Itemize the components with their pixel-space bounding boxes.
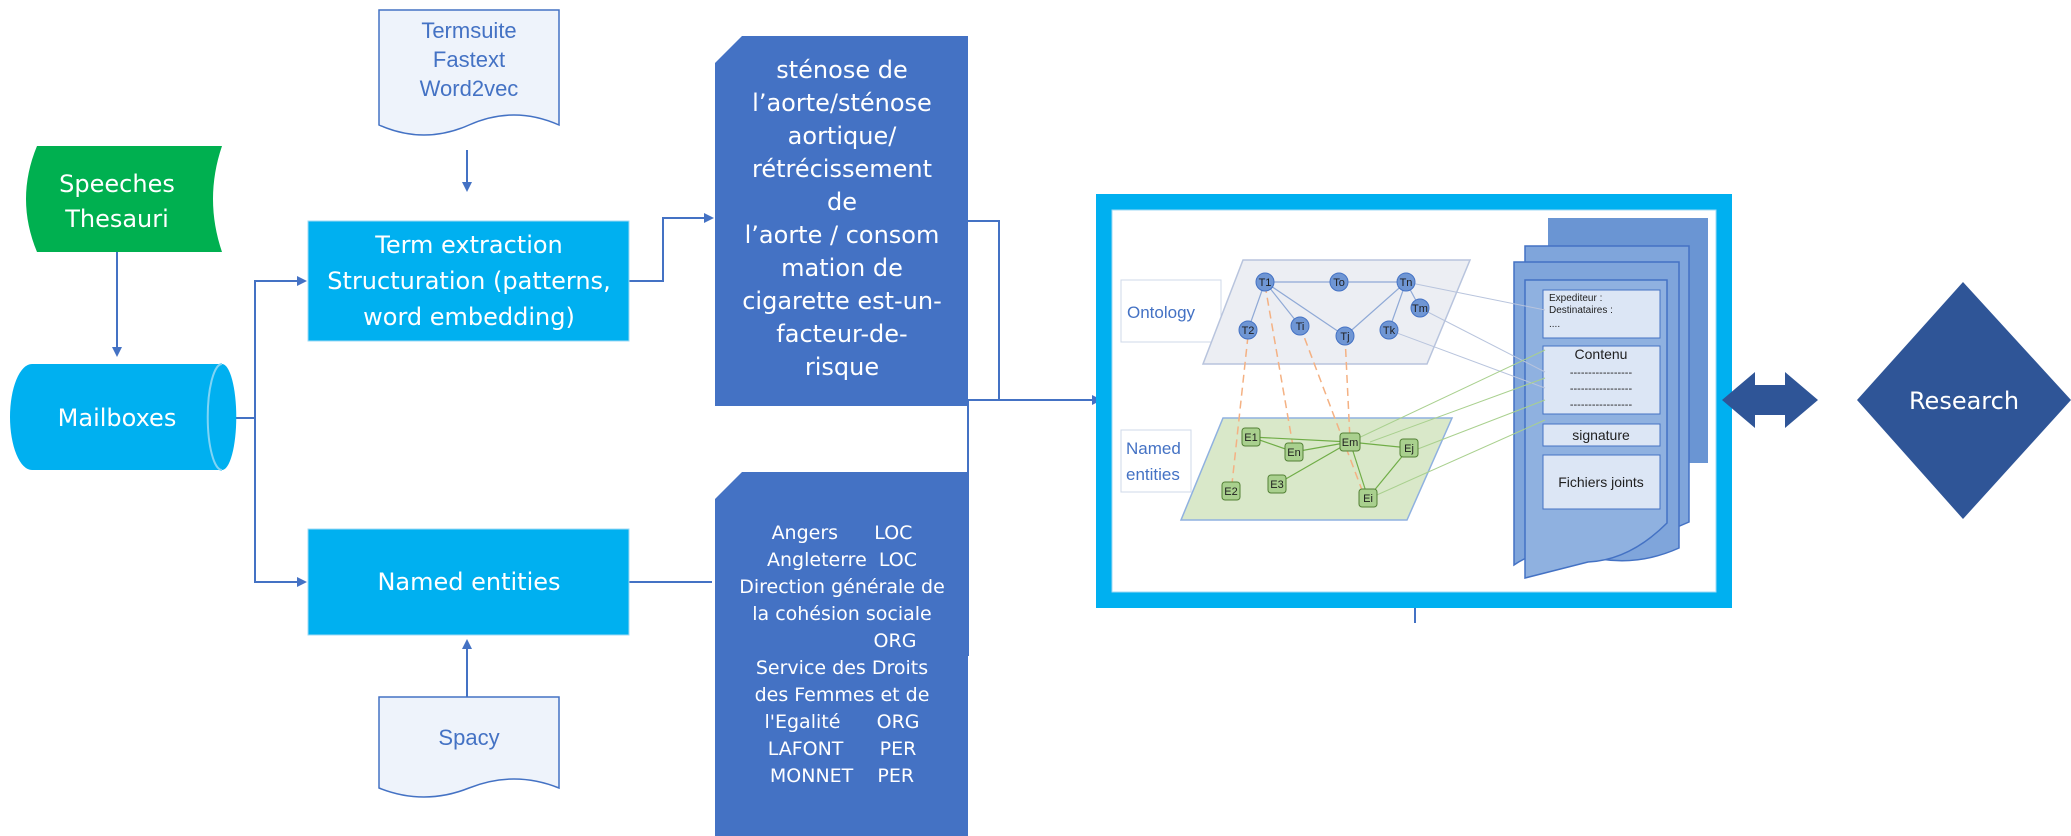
term-extraction-line3: word embedding) [363, 303, 575, 331]
term-line: l’aorte/sténose [752, 89, 932, 117]
line-terms-out [968, 220, 1000, 400]
svg-text:E1: E1 [1244, 432, 1257, 444]
svg-text:T1: T1 [1259, 277, 1272, 289]
term-extraction-line1: Term extraction [374, 231, 563, 259]
email-document: Expediteur : Destinataires : .... Conten… [1513, 218, 1708, 579]
entity-line: MONNET PER [770, 765, 914, 787]
svg-text:T2: T2 [1242, 325, 1255, 337]
named-label-line1: Named [1126, 439, 1181, 458]
entity-line: Angleterre LOC [767, 549, 917, 571]
entity-line: LAFONT PER [768, 738, 917, 760]
term-line: l’aorte / consom [745, 221, 940, 249]
term-node: Tk [1379, 320, 1399, 340]
svg-text:Tm: Tm [1412, 303, 1428, 315]
svg-text:En: En [1287, 447, 1300, 459]
term-node: Ti [1290, 316, 1310, 336]
entity-email-links [1349, 349, 1546, 499]
term-line: risque [805, 353, 879, 381]
mailboxes-label: Mailboxes [58, 404, 177, 432]
arrow-term-extraction-to-terms [629, 213, 714, 282]
svg-text:Ti: Ti [1296, 321, 1305, 333]
email-content-line: ----------------- [1570, 367, 1633, 379]
entity-node: En [1284, 442, 1304, 462]
thesauri-label: Thesauri [64, 205, 169, 233]
word2vec-label: Word2vec [420, 76, 519, 101]
svg-text:Ei: Ei [1363, 493, 1373, 505]
term-node: Tm [1410, 298, 1430, 318]
speeches-label: Speeches [59, 170, 175, 198]
named-label-line2: entities [1126, 465, 1180, 484]
entity-line: l'Egalité ORG [764, 711, 919, 733]
entity-node: E3 [1267, 474, 1287, 494]
entities-plane [1179, 417, 1454, 521]
svg-text:Ej: Ej [1404, 443, 1414, 455]
entity-node: Ei [1358, 488, 1378, 508]
email-content-label: Contenu [1575, 346, 1628, 362]
spacy-label: Spacy [438, 725, 499, 750]
entity-line: Service des Droits [756, 657, 928, 679]
entity-node: E1 [1241, 427, 1261, 447]
email-content-line: ----------------- [1570, 383, 1633, 395]
term-line: aortique/ [788, 122, 898, 150]
ontology-label: Ontology [1127, 303, 1196, 322]
term-line: de [827, 188, 857, 216]
email-etc: .... [1549, 319, 1560, 330]
entity-line: des Femmes et de [755, 684, 930, 706]
svg-text:E3: E3 [1270, 479, 1283, 491]
term-entity-links [1230, 284, 1366, 499]
named-entities-box: Named entities [307, 528, 630, 636]
term-line: facteur-de- [776, 320, 907, 348]
entity-node: E2 [1221, 481, 1241, 501]
svg-text:Tk: Tk [1383, 325, 1396, 337]
entities-output: Angers LOC Angleterre LOC Direction géné… [715, 472, 968, 836]
entity-line: la cohésion sociale [752, 603, 932, 625]
term-node: To [1329, 272, 1349, 292]
svg-text:Em: Em [1342, 437, 1359, 449]
entity-line: Angers LOC [772, 522, 913, 544]
fastext-label: Fastext [433, 47, 505, 72]
arrow-to-term-extraction [254, 276, 307, 418]
double-arrow-icon [1722, 372, 1818, 428]
graph-panel: Expediteur : Destinataires : .... Conten… [1096, 194, 1732, 608]
term-line: mation de [781, 254, 903, 282]
svg-text:Tn: Tn [1400, 277, 1413, 289]
svg-text:To: To [1333, 277, 1345, 289]
named-entities-label: Named entities [377, 568, 560, 596]
svg-text:E2: E2 [1224, 486, 1237, 498]
email-attachments: Fichiers joints [1558, 474, 1644, 490]
email-from: Expediteur : [1549, 293, 1602, 304]
connectors [112, 150, 1420, 697]
arrow-to-named-entities [254, 418, 307, 587]
term-extraction-line2: Structuration (patterns, [327, 267, 610, 295]
entity-node: Ej [1399, 438, 1419, 458]
email-to: Destinataires : [1549, 305, 1613, 316]
term-node: T1 [1255, 272, 1275, 292]
term-line: cigarette est-un- [742, 287, 942, 315]
ontology-email-links [1388, 281, 1546, 389]
terms-output: sténose de l’aorte/sténose aortique/ rét… [715, 36, 968, 406]
entity-line: Direction générale de [739, 576, 945, 598]
research-node: Research [1857, 282, 2071, 519]
term-line: rétrécissement [752, 155, 932, 183]
entity-line: ORG [874, 630, 917, 652]
email-signature: signature [1572, 427, 1630, 443]
speeches-thesauri-node: Speeches Thesauri [26, 146, 222, 252]
svg-text:Tj: Tj [1340, 331, 1349, 343]
spacy-document: Spacy [378, 696, 560, 798]
tools-document: Termsuite Fastext Word2vec [378, 9, 560, 136]
term-node: Tj [1335, 326, 1355, 346]
email-content-line: ----------------- [1570, 399, 1633, 411]
entity-node: Em [1339, 432, 1361, 452]
termsuite-label: Termsuite [421, 18, 516, 43]
term-node: Tn [1396, 272, 1416, 292]
mailboxes-node: Mailboxes [10, 363, 237, 471]
research-label: Research [1909, 387, 2019, 415]
term-node: T2 [1238, 320, 1258, 340]
term-extraction-box: Term extraction Structuration (patterns,… [307, 220, 630, 342]
term-line: sténose de [776, 56, 907, 84]
